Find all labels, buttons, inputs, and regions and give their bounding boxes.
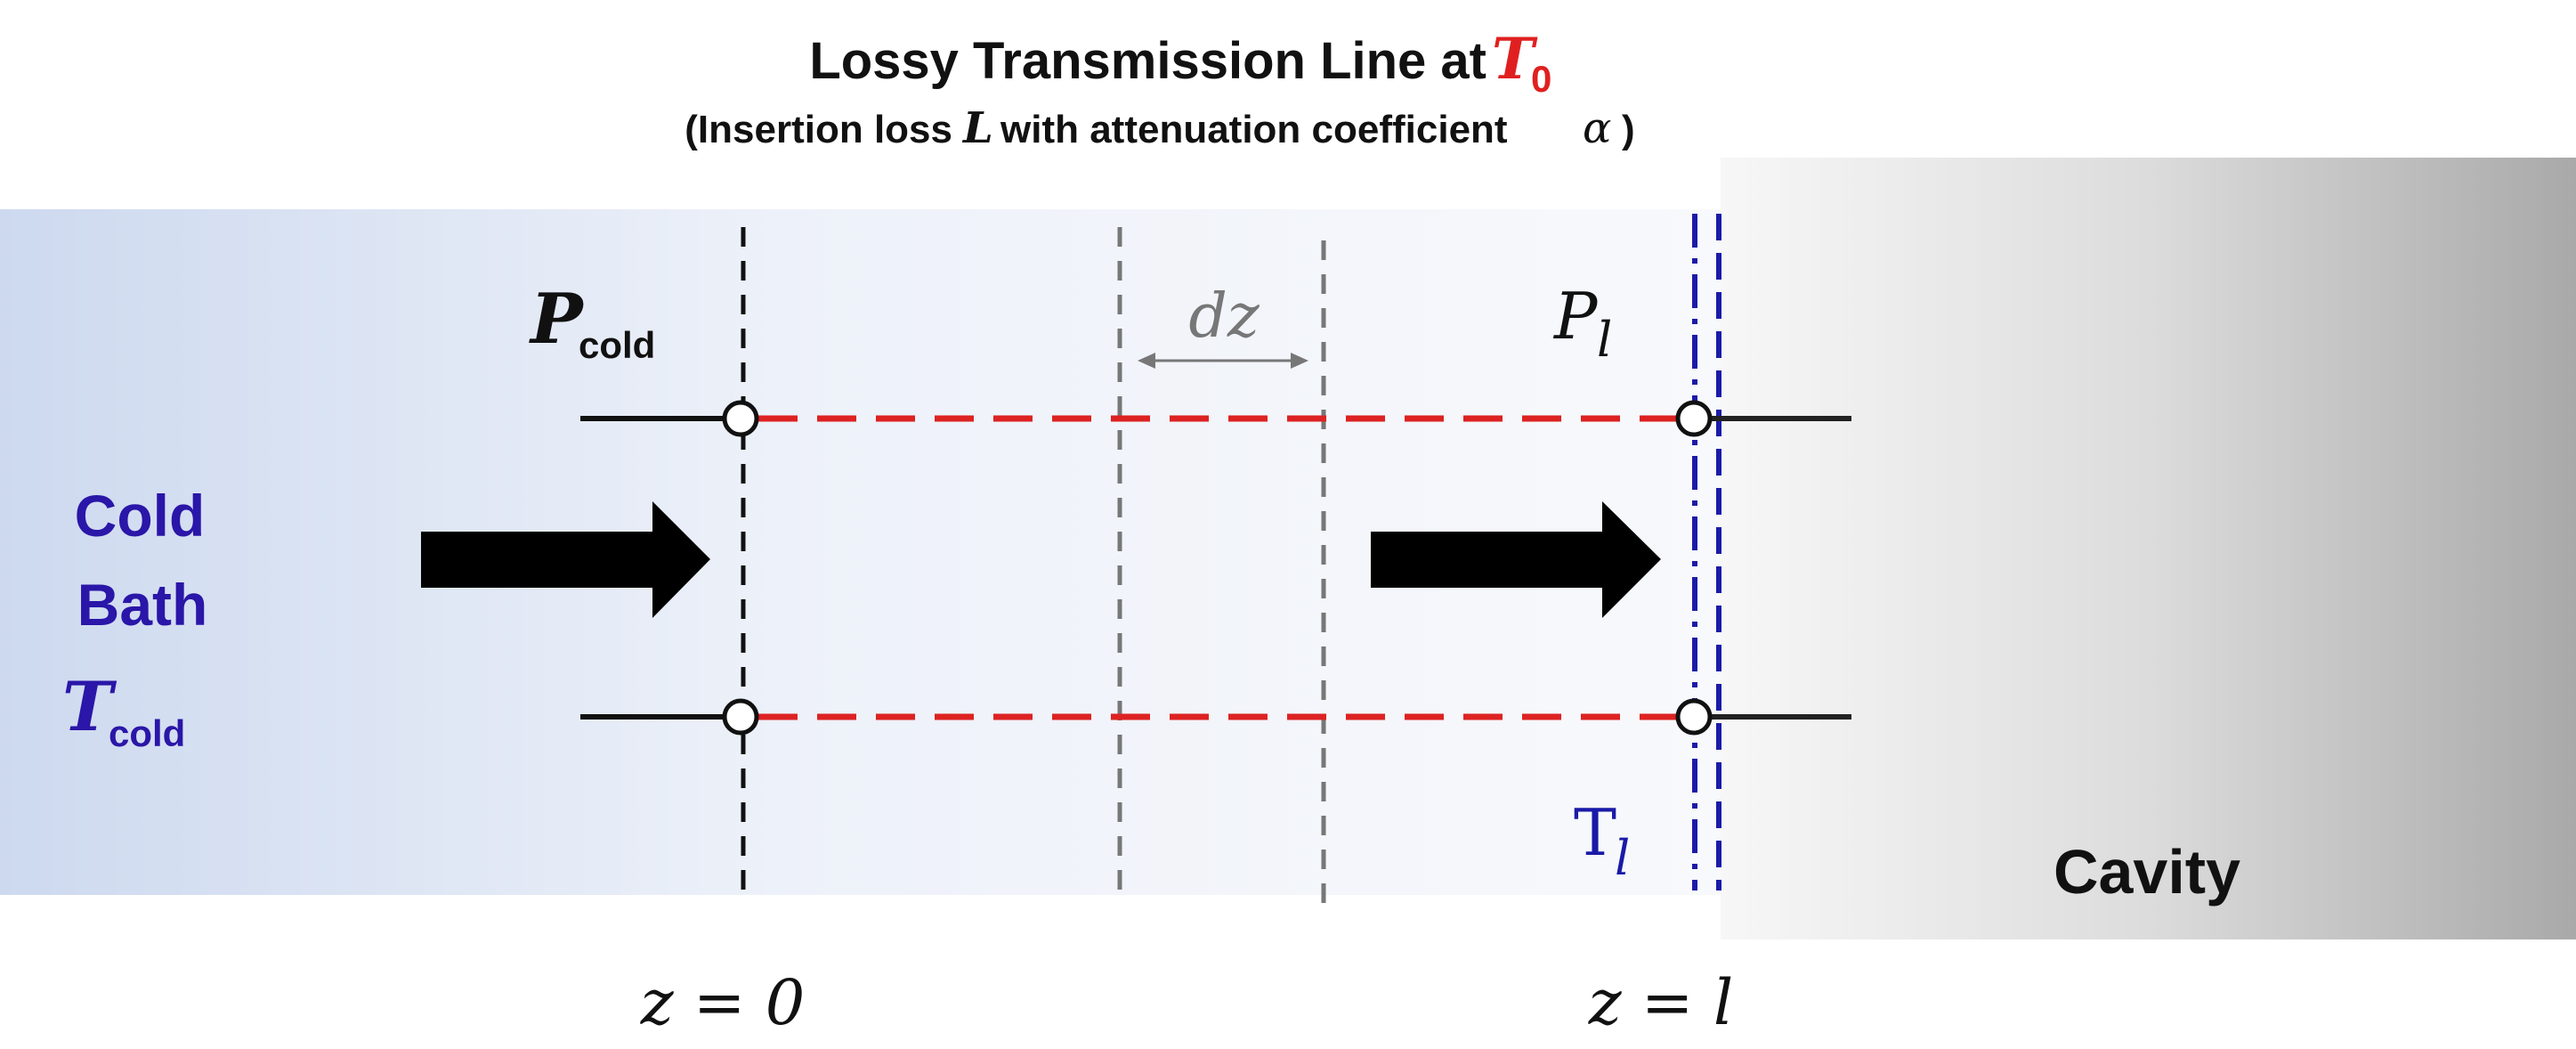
output-arrow-icon	[1371, 501, 1661, 618]
p-l-sub: l	[1597, 312, 1612, 368]
title-temp-sub: 0	[1531, 58, 1551, 100]
dz-arrow-left-head	[1138, 353, 1155, 369]
top-left-port	[722, 400, 759, 437]
p-l-symbol: P	[1552, 279, 1599, 354]
z0-label: z = 0	[640, 966, 806, 1039]
cold-bath-line1: Cold	[75, 483, 206, 549]
cavity-region	[1721, 158, 2576, 939]
subtitle-alpha-symbol: α	[1583, 103, 1611, 153]
subtitle-mid: with attenuation coefficient	[1000, 108, 1508, 151]
dz-label: dz	[1188, 281, 1260, 352]
t-cold-symbol: T	[62, 667, 117, 746]
bottom-left-port	[722, 698, 759, 736]
title-temp-symbol: T	[1492, 26, 1538, 93]
dz-arrow-right-head	[1291, 353, 1308, 369]
subtitle-loss-symbol: L	[961, 103, 993, 153]
t-l-sub: l	[1615, 830, 1630, 886]
cold-bath-line2: Bath	[77, 572, 208, 638]
cavity-label: Cavity	[2054, 837, 2240, 907]
t-cold-sub: cold	[109, 712, 185, 754]
p-cold-sub: cold	[579, 324, 655, 366]
p-cold-symbol: P	[529, 279, 585, 360]
subtitle-open: (Insertion loss	[685, 108, 952, 151]
zl-label: z = l	[1588, 966, 1733, 1039]
subtitle-close: )	[1622, 108, 1635, 151]
bottom-right-port	[1675, 698, 1713, 736]
title-main: Lossy Transmission Line at	[809, 32, 1486, 90]
input-arrow-icon	[421, 501, 710, 618]
t-l-symbol: T	[1574, 795, 1616, 870]
top-right-port	[1675, 400, 1713, 437]
